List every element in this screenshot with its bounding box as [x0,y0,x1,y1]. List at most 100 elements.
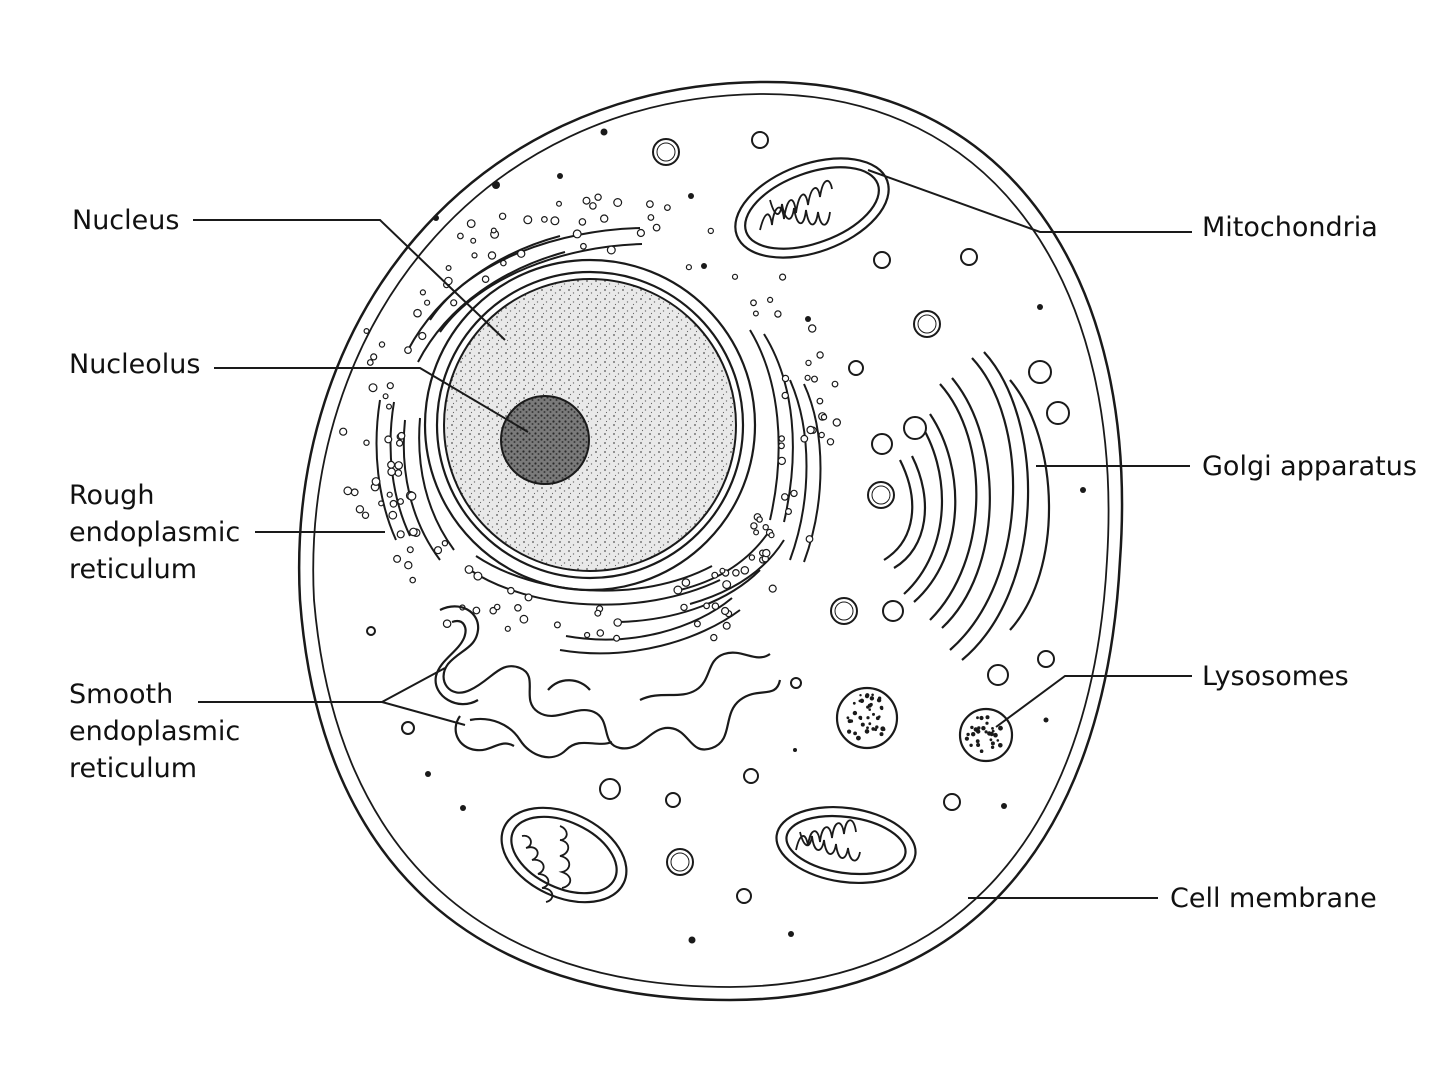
ribosome [808,324,817,333]
lysosome-granule [859,694,862,697]
ribosome [740,565,750,575]
ribosome [386,382,394,390]
ribosome [613,634,621,642]
lysosome-granule [970,725,974,730]
ribosome [710,633,718,642]
ribosome [778,435,786,442]
ribosome [355,505,365,514]
nucleolus [500,395,590,485]
label-golgi: Golgi apparatus [1202,451,1417,482]
ribosome [473,571,483,581]
ribosome [774,310,782,318]
ribosome [406,546,414,554]
lysosome-granule [976,716,979,720]
ribosome [553,621,561,629]
lysosome-granule [987,731,992,736]
label-cell-membrane: Cell membrane [1170,883,1377,914]
ribosome [394,461,404,470]
ribosome [366,359,374,366]
ribosome [580,242,587,250]
ribosome [464,565,474,574]
ribosome [409,576,417,584]
ribosome [816,397,824,405]
ribosome [636,228,646,238]
golgi-apparatus [883,351,1051,661]
lysosome-granule [971,732,976,737]
ribosome [596,629,605,637]
ribosome [524,593,533,602]
label-mitochondria: Mitochondria [1202,212,1378,243]
lysosome-granule [979,715,984,721]
leader-lysosomes [995,675,1192,728]
ribosome [750,522,758,530]
lysosome-granule [869,696,875,701]
lysosome-granule [985,715,990,720]
ribosome [388,510,398,520]
label-lysosomes: Lysosomes [1202,661,1349,692]
lysosome-granule [859,698,865,703]
lysosome-granule [981,726,986,731]
ribosome [762,548,771,558]
lysosome-granule [998,743,1003,748]
ribosome [752,310,759,317]
lysosome-granule [998,725,1003,731]
ribosome [613,618,623,627]
ribosome [816,351,824,359]
ribosome [541,215,548,223]
lysosome-granule [985,721,989,725]
lysosome-granule [860,722,865,727]
ribosome [784,508,792,516]
ribosome [339,427,348,436]
ribosome [781,391,789,400]
ribosome [466,219,476,229]
ribosome [681,578,691,587]
ribosome [387,467,396,477]
ribosome [550,216,560,226]
lysosome-granule [846,716,850,720]
lysosome-granule [847,729,852,734]
lysosome-granule [865,693,870,698]
lysosome-large [835,686,899,750]
ribosome [418,331,427,341]
ribosome [517,249,526,258]
ribosome [756,516,763,523]
lysosome-granule [990,745,995,749]
lysosome-granule [875,716,880,721]
leader-lines [193,169,1192,899]
ribosome [831,380,839,388]
ribosome [409,527,418,537]
ribosome [471,252,478,259]
ribosome [555,200,562,207]
ribosome [445,265,452,272]
lysosome-granule [984,730,988,734]
ribosome [396,530,405,539]
lysosome-granule [867,703,872,708]
label-smooth-er: Smooth endoplasmic reticulum [69,679,241,784]
lysosome-granule [852,701,856,705]
ribosome [350,488,359,497]
lysosome-granule [868,708,871,711]
lysosome-granule [991,729,995,733]
ribosome [826,438,835,446]
lysosome-granule [966,732,970,737]
ribosome [582,196,591,205]
ribosome [514,603,522,612]
ribosome [753,529,760,536]
ribosome [424,299,431,306]
ribosome [594,609,602,617]
ribosome [393,554,402,563]
ribosome [778,273,787,281]
ribosome [498,212,507,220]
ribosome [472,606,481,615]
ribosome [804,374,811,381]
lysosome-granule [990,741,995,746]
lysosome-granule [979,749,984,753]
ribosome [394,469,403,477]
ribosome [450,299,458,307]
lysosome-granule [858,699,862,703]
ribosome [680,603,688,612]
ribosome [572,229,582,239]
ribosome [507,586,515,595]
lysosome-granule [866,716,870,720]
ribosome [818,431,825,439]
